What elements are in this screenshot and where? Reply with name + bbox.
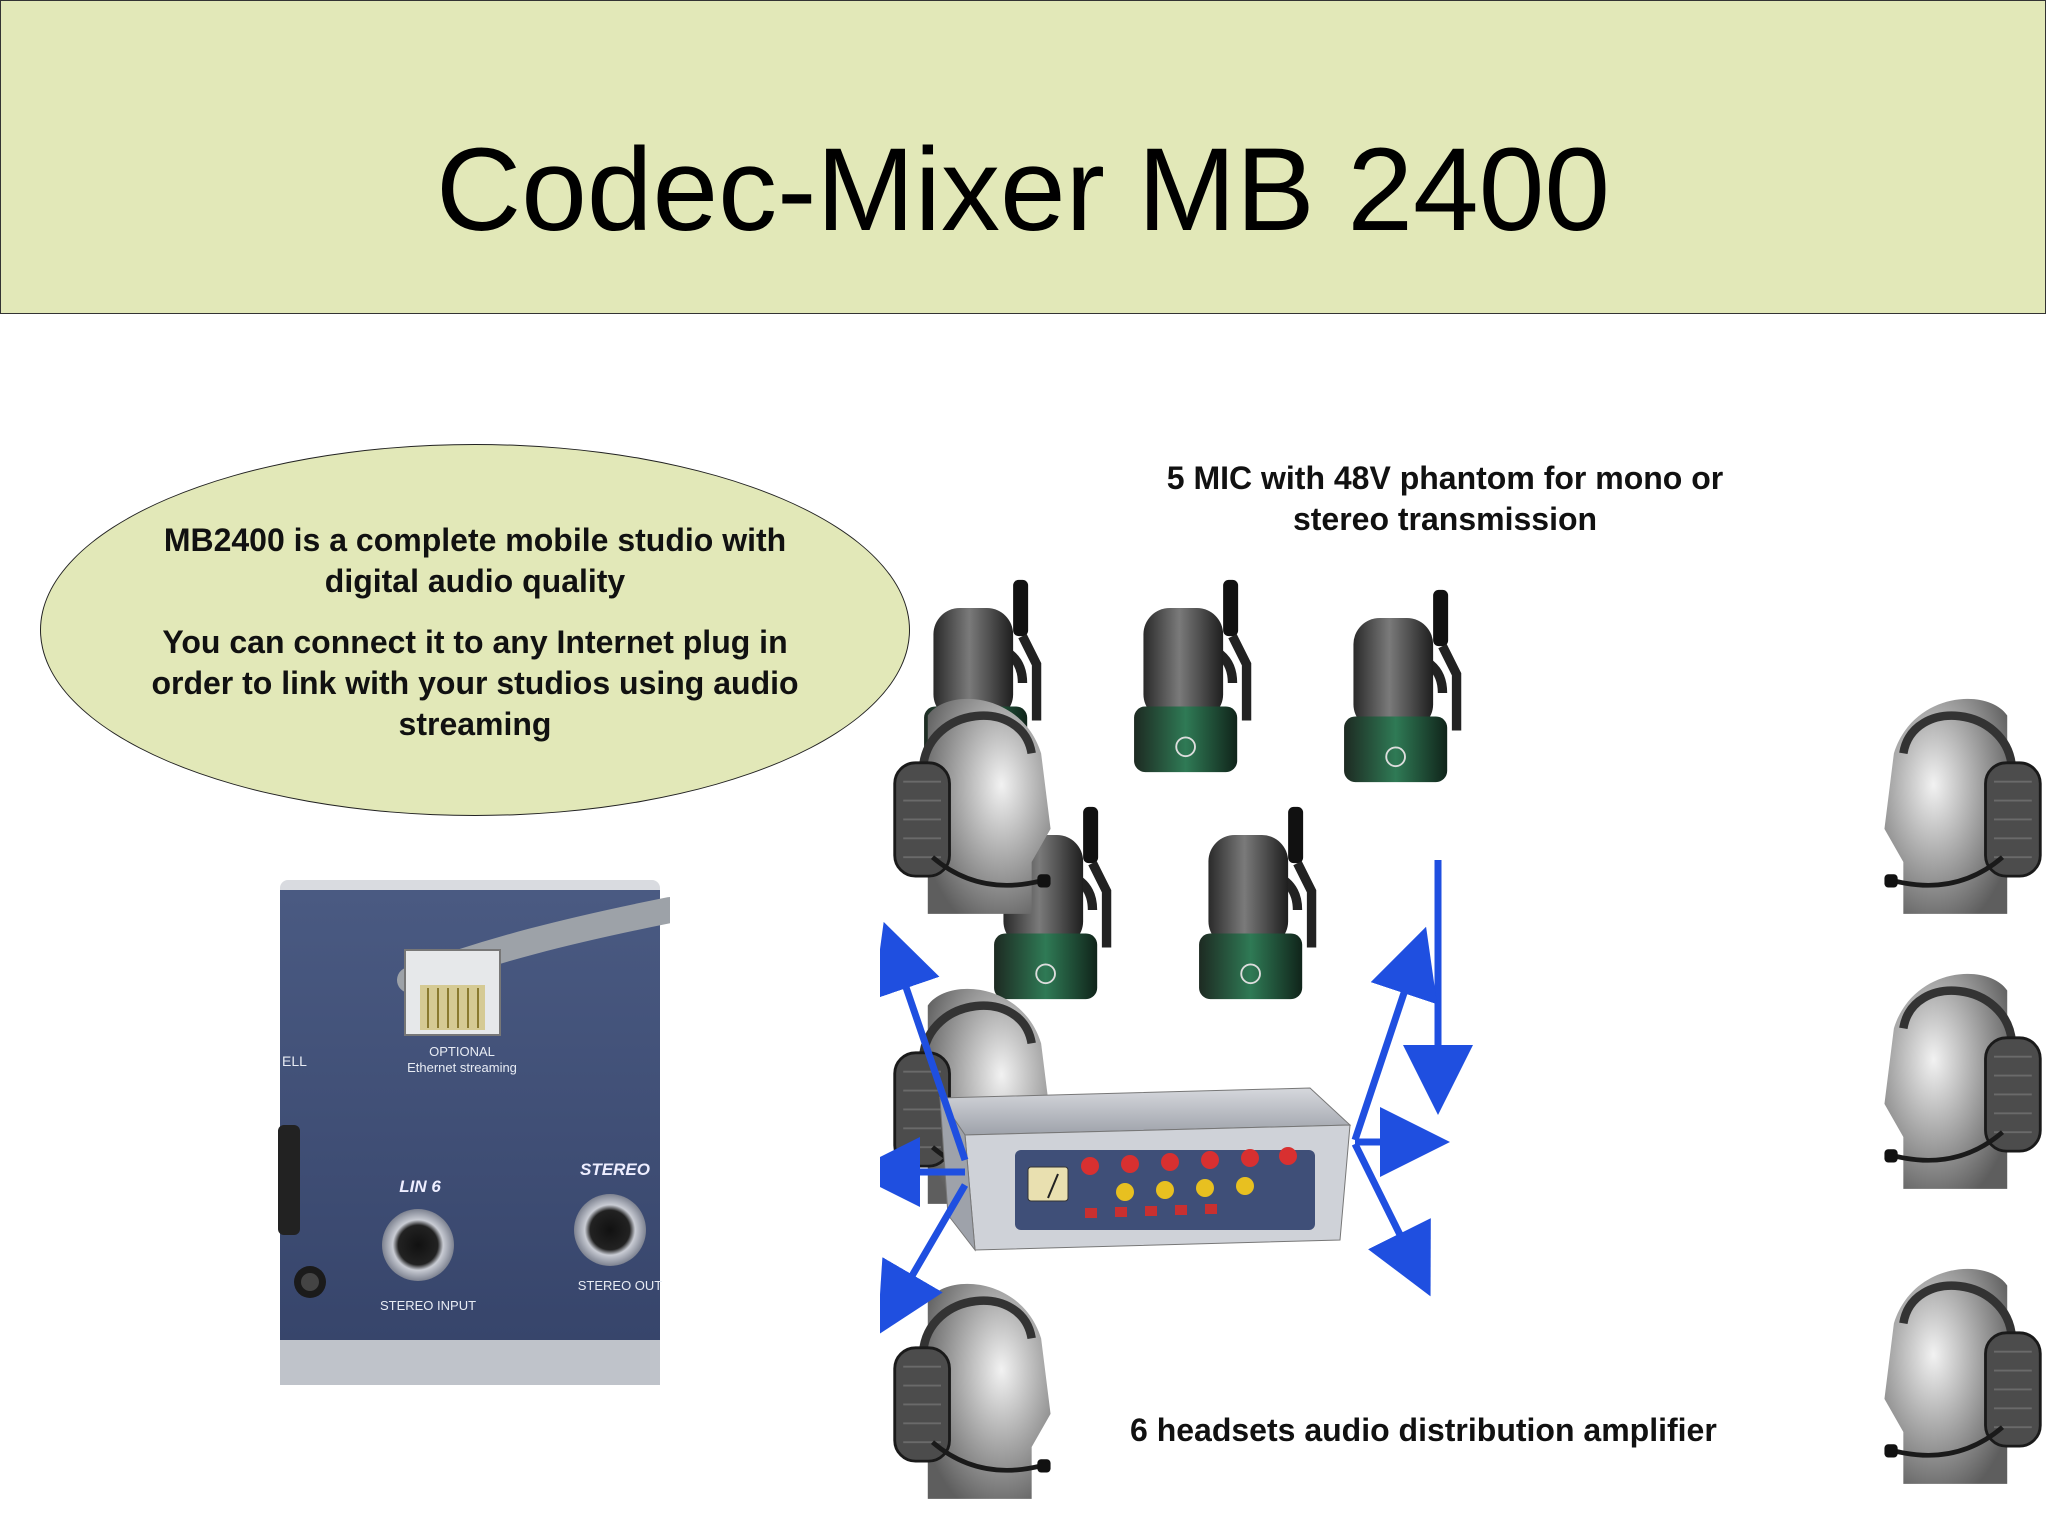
mixer-device xyxy=(939,1087,1352,1252)
signal-arrows xyxy=(880,860,1473,1336)
device-closeup-photo: OPTIONAL Ethernet streaming ELL LIN 6 ST… xyxy=(278,880,670,1385)
headset-caption: 6 headsets audio distribution amplifier xyxy=(1130,1412,1717,1448)
microphone-3 xyxy=(1344,590,1457,782)
callout-ellipse xyxy=(40,444,910,816)
mic-caption: 5 MIC with 48V phantom for mono or stere… xyxy=(1166,460,1724,537)
edge-label: ELL xyxy=(282,1053,307,1069)
headset-right-1 xyxy=(1884,699,2040,914)
jack-2-label: STEREO xyxy=(580,1160,650,1179)
callout-text: MB2400 is a complete mobile studio with … xyxy=(130,520,820,745)
microphone-5 xyxy=(1199,807,1312,999)
title-bar: Codec-Mixer MB 2400 xyxy=(0,0,2046,314)
jack-2-caption: STEREO OUT xyxy=(578,1278,663,1293)
jack-1-caption: STEREO INPUT xyxy=(380,1298,476,1313)
slide-title: Codec-Mixer MB 2400 xyxy=(436,124,1610,256)
headset-right-3 xyxy=(1884,1269,2040,1484)
headset-left-1 xyxy=(895,699,1051,914)
callout-line-2: You can connect it to any Internet plug … xyxy=(151,624,799,742)
port-label-optional: OPTIONAL xyxy=(429,1044,495,1059)
microphone-2 xyxy=(1134,580,1247,772)
port-label-ethernet: Ethernet streaming xyxy=(407,1060,517,1075)
headset-left-3 xyxy=(895,1284,1051,1499)
headset-right-2 xyxy=(1884,974,2040,1189)
callout-line-1: MB2400 is a complete mobile studio with … xyxy=(163,522,787,599)
jack-1-label: LIN 6 xyxy=(399,1177,441,1196)
setup-diagram xyxy=(880,560,2048,1536)
